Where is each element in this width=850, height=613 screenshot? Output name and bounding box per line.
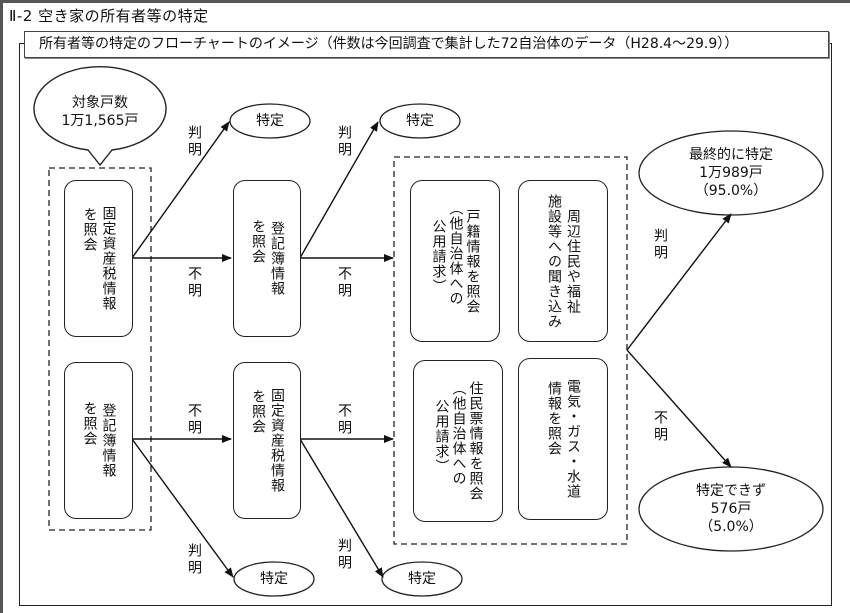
stage1-top-col1: 固定資産税情報 [100,206,117,311]
identified-label-1: 特定 [256,113,284,129]
arrow-s2bot-found [299,438,384,578]
stage1-top-col2: を照会 [81,207,98,252]
stage2-bottom-col1: 固定資産税情報 [269,388,285,493]
identified-ellipse-4 [381,561,463,597]
stage3-koseki-box: 戸籍情報を照会 （他自治体への 公用請求） [410,180,500,342]
section-title: Ⅱ-2 空き家の所有者等の特定 [9,7,209,25]
stage3-utilities-col2: 情報を照会 [546,381,562,456]
outcome-unidentified-title: 特定できず [696,483,766,499]
stage3-jumin-col3: 公用請求） [433,399,450,474]
arrow-final-unknown [626,349,732,468]
edge-label-final-unknown: 不明 [652,410,668,444]
edge-label-s2top-found: 判明 [336,125,352,159]
identified-label-3: 特定 [260,571,288,587]
stage2-property-tax-box: 固定資産税情報 を照会 [233,362,301,519]
stage1-property-tax-box: 固定資産税情報 を照会 [64,180,133,337]
stage3-utilities-box: 電気・ガス・水道 情報を照会 [518,358,608,520]
arrow-s1bot-found [131,438,234,578]
stage3-koseki-col3: 公用請求） [430,219,447,294]
stage2-registry-box: 登記簿情報 を照会 [233,180,301,337]
start-title: 対象戸数 [72,95,128,111]
edge-label-s2bot-unknown: 不明 [336,403,352,437]
stage3-neighbors-col2: 施設等への聞き込み [546,193,562,329]
edge-label-s2top-unknown: 不明 [336,266,352,300]
edge-label-s1bot-found: 判明 [186,543,202,577]
identified-ellipse-2 [379,103,461,139]
stage3-neighbors-col1: 周辺住民や福祉 [565,208,581,314]
outcome-unidentified-label: 特定できず 576戸 （5.0%） [641,482,821,536]
outcome-identified-count: 1万989戸 [699,165,763,181]
arrow-s2top-found [299,121,379,259]
stage1-bottom-col2: を照会 [81,401,98,446]
identified-label-2: 特定 [406,113,434,129]
stage3-jumin-col2: （他自治体への [450,381,467,486]
identified-ellipse-1 [229,103,311,139]
arrow-s1top-found [131,121,230,259]
start-bubble [33,66,167,167]
stage3-neighbors-box: 周辺住民や福祉 施設等への聞き込み [518,180,608,342]
flowchart-caption: 所有者等の特定のフローチャートのイメージ（件数は今回調査で集計した72自治体のデ… [24,31,829,58]
edge-label-s1bot-unknown: 不明 [186,403,202,437]
stage1-registry-box: 登記簿情報 を照会 [64,362,133,519]
stage1-bottom-col1: 登記簿情報 [100,403,117,478]
stage2-top-col1: 登記簿情報 [269,221,285,296]
edge-label-final-found: 判明 [652,228,668,262]
identified-ellipse-3 [233,561,315,597]
edge-label-s2bot-found: 判明 [336,538,352,572]
stage1-group [48,167,152,531]
outcome-identified-label: 最終的に特定 1万989戸 （95.0%） [641,146,821,200]
edge-label-s1top-unknown: 不明 [186,266,202,300]
arrow-final-found [626,213,732,351]
outcome-identified-title: 最終的に特定 [689,147,773,163]
stage2-top-col2: を照会 [250,219,266,264]
stage3-utilities-col1: 電気・ガス・水道 [565,379,581,499]
stage2-bottom-col2: を照会 [250,389,266,434]
start-count-label: 対象戸数 1万1,565戸 [40,94,160,130]
window-frame-left [0,0,3,613]
window-frame-top [0,0,850,3]
outcome-unidentified-count: 576戸 [710,501,752,517]
outcome-identified-percent: （95.0%） [694,183,768,199]
stage3-jumin-box: 住民票情報を照会 （他自治体への 公用請求） [413,360,503,522]
stage3-koseki-col2: （他自治体への [447,201,464,306]
stage3-koseki-col1: 戸籍情報を照会 [464,208,481,314]
identified-label-4: 特定 [408,571,436,587]
stage3-jumin-col1: 住民票情報を照会 [467,381,484,501]
outcome-unidentified-percent: （5.0%） [699,519,763,535]
edge-label-s1top-found: 判明 [186,125,202,159]
start-count: 1万1,565戸 [61,113,139,129]
